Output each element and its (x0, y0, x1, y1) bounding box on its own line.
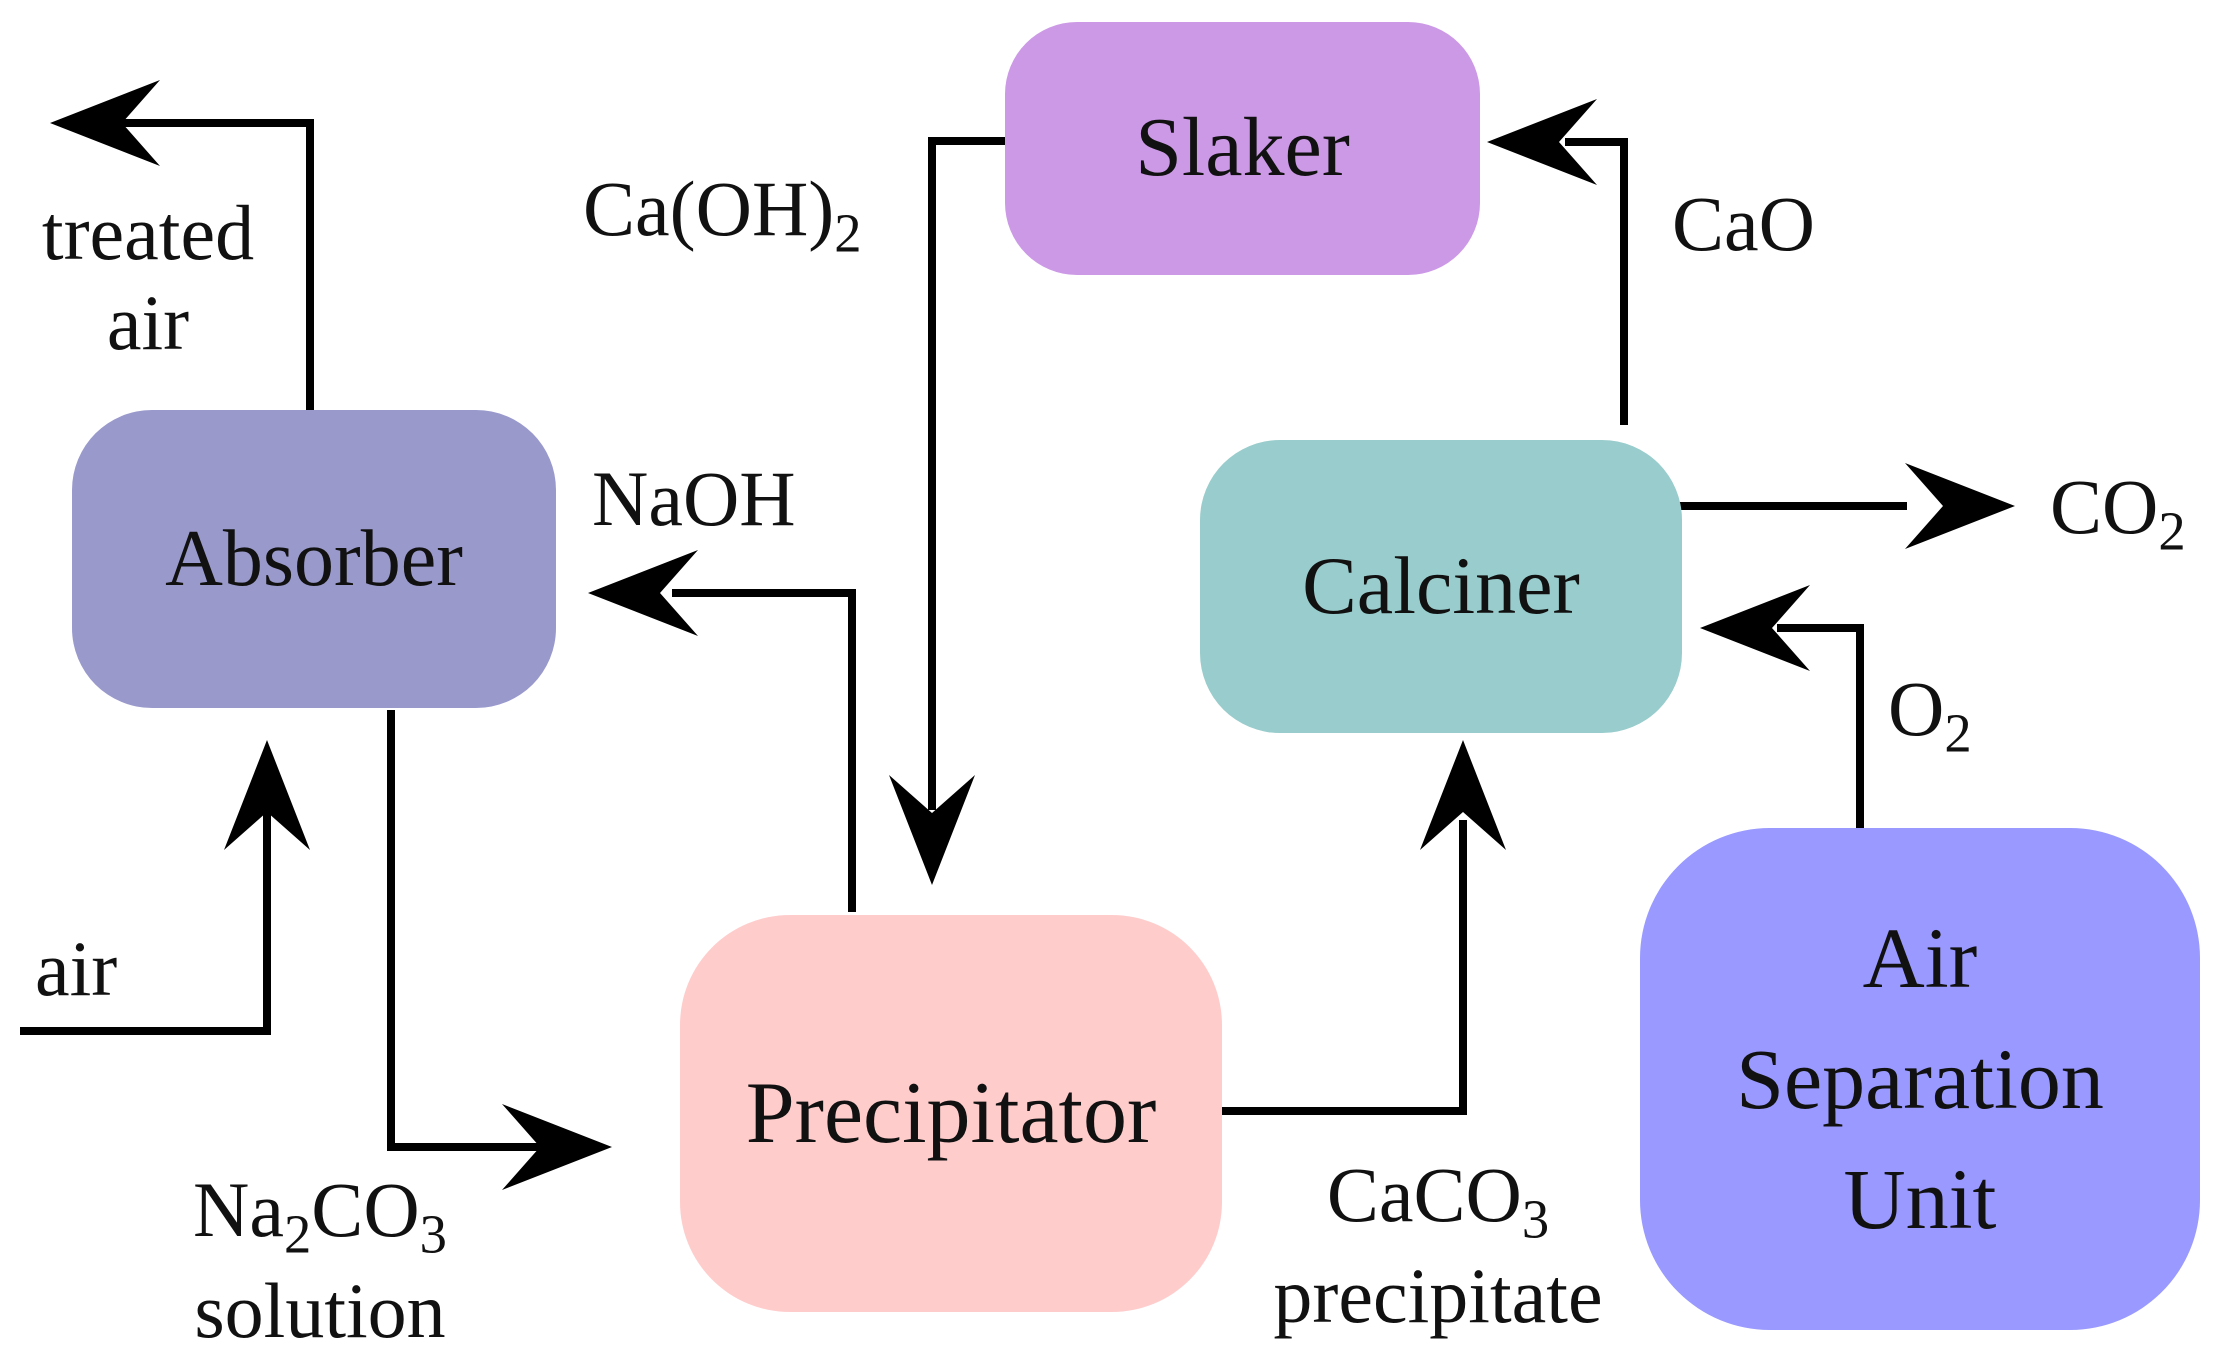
calciner-block: Calciner (1200, 440, 1682, 733)
treated-air-label: treated air (18, 188, 278, 367)
o2-line (1777, 624, 1864, 828)
na2co3-p1: Na (193, 1166, 284, 1253)
naoh-label: NaOH (592, 455, 796, 542)
o2-label: O2 (1888, 670, 1972, 761)
co2-label: CO2 (2050, 468, 2186, 559)
caoh2-label: Ca(OH)2 (583, 170, 862, 261)
absorber-block: Absorber (72, 410, 556, 708)
cao-label: CaO (1672, 180, 1815, 267)
treated-air-line-2: air (106, 278, 190, 366)
na2co3-p2: CO (311, 1166, 420, 1253)
o2-text: O (1888, 665, 1945, 752)
caoh2-line (928, 137, 1015, 810)
na2co3-label: Na2CO3 solution (150, 1165, 490, 1356)
na2co3-s2: 3 (419, 1203, 447, 1265)
na2co3-line (387, 710, 545, 1151)
cao-arrowhead (1487, 99, 1597, 185)
asu-label-line-1: Air (1862, 910, 1978, 1007)
precipitator-label: Precipitator (745, 1064, 1157, 1162)
air-in-line (20, 810, 271, 1035)
co2-arrowhead (1905, 463, 2015, 549)
caco3-s1: 3 (1521, 1188, 1550, 1250)
o2-subscript: 2 (1944, 702, 1972, 764)
air-separation-unit-block: Air Separation Unit (1640, 828, 2200, 1330)
caco3-formula: CaCO3 (1228, 1150, 1648, 1251)
treated-air-line-1: treated (41, 189, 255, 276)
na2co3-arrowhead (502, 1104, 612, 1190)
caoh2-text: Ca(OH) (583, 165, 835, 252)
na2co3-line-2: solution (194, 1267, 446, 1355)
slaker-block: Slaker (1005, 22, 1480, 275)
naoh-line (672, 589, 856, 912)
precipitator-block: Precipitator (680, 915, 1222, 1312)
asu-label-line-3: Unit (1843, 1151, 1997, 1248)
caco3-line-2: precipitate (1273, 1252, 1603, 1340)
cao-line (1565, 138, 1628, 425)
caco3-line (1220, 820, 1467, 1115)
treated-air-line (115, 119, 314, 412)
caoh2-arrowhead (889, 775, 975, 885)
o2-arrowhead (1700, 585, 1810, 671)
na2co3-formula: Na2CO3 (150, 1165, 490, 1266)
air-in-arrowhead (224, 740, 310, 850)
treated-air-arrowhead (50, 80, 160, 166)
caco3-arrowhead (1420, 740, 1506, 850)
co2-text: CO (2050, 463, 2159, 550)
caco3-p1: CaCO (1326, 1151, 1522, 1238)
naoh-arrowhead (588, 550, 698, 636)
co2-subscript: 2 (2158, 500, 2186, 562)
absorber-label: Absorber (165, 515, 463, 603)
asu-label-line-2: Separation (1736, 1030, 2104, 1127)
air-in-label: air (35, 925, 118, 1012)
caoh2-subscript: 2 (834, 202, 862, 264)
calciner-label: Calciner (1302, 540, 1580, 632)
slaker-label: Slaker (1135, 101, 1350, 195)
caco3-label: CaCO3 precipitate (1228, 1150, 1648, 1341)
na2co3-s1: 2 (284, 1203, 312, 1265)
